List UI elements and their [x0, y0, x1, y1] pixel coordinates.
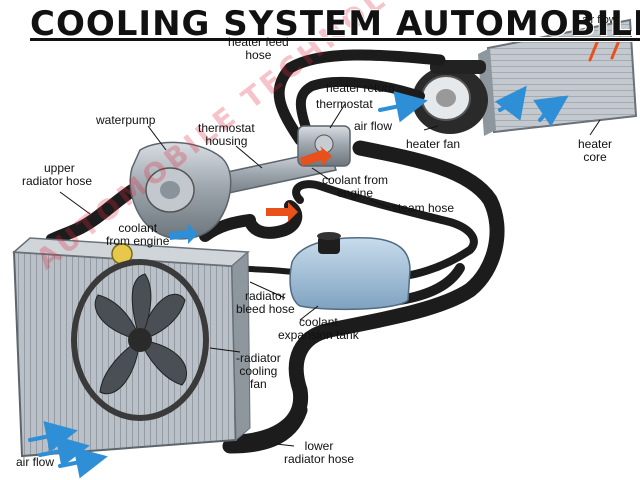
- label-line: coolant: [299, 315, 338, 329]
- label-air-flow-top: air flow: [582, 14, 617, 26]
- label-line: heater feed: [228, 35, 289, 49]
- hoses: [45, 49, 505, 454]
- label-waterpump: waterpump: [96, 113, 156, 127]
- label-air-flow-fan: air flow: [354, 119, 393, 133]
- label-line: expansion tank: [278, 328, 359, 342]
- label-line: engine: [336, 186, 374, 200]
- page-title: COOLING SYSTEM AUTOMOBILE: [30, 4, 640, 44]
- label-line: -radiator: [236, 351, 281, 365]
- heated-air-arrows: [588, 36, 622, 62]
- label-air-flow-bottom: air flow: [16, 455, 55, 469]
- label-thermostat-housing: thermostat housing: [198, 122, 255, 148]
- coolant-expansion-tank: [289, 232, 411, 311]
- label-heater-fan: heater fan: [406, 137, 461, 151]
- radiator-cooling-fan: [71, 259, 209, 421]
- label-radiator-bleed-hose: radiator bleed hose: [236, 290, 295, 316]
- label-line: bleed hose: [236, 302, 295, 316]
- label-thermostat: thermostat: [316, 97, 373, 111]
- air-flow-arrows: [28, 85, 569, 479]
- label-line: fan: [250, 377, 267, 391]
- label-line: hose: [245, 48, 272, 62]
- label-line: coolant: [118, 221, 158, 235]
- label-line: radiator hose: [284, 452, 355, 466]
- label-coolant-from-engine-right: coolant from engine: [322, 174, 388, 200]
- label-line: coolant from: [322, 173, 389, 187]
- label-radiator-cooling-fan: -radiator cooling fan: [236, 352, 281, 391]
- label-coolant-expansion-tank: coolant expansion tank: [278, 316, 359, 342]
- coolant-blue-arrow: [170, 224, 198, 244]
- label-upper-radiator-hose: upper radiator hose: [22, 162, 92, 188]
- label-line: lower: [304, 439, 334, 453]
- label-heater-core: heater core: [578, 138, 612, 164]
- label-line: radiator hose: [22, 174, 93, 188]
- label-heater-return: heater return: [326, 81, 395, 95]
- label-line: cooling: [239, 364, 278, 378]
- label-line: heater: [578, 137, 613, 151]
- label-line: housing: [205, 134, 248, 148]
- label-coolant-from-engine-left: coolant from engine: [106, 222, 169, 248]
- label-heater-feed-hose: heater feed hose: [228, 36, 289, 62]
- leader-lines: [59, 103, 601, 447]
- label-line: from engine: [106, 234, 170, 248]
- label-line: core: [583, 150, 607, 164]
- label-line: radiator: [245, 289, 286, 303]
- label-line: thermostat: [198, 121, 255, 135]
- label-line: upper: [44, 161, 75, 175]
- waterpump: [129, 141, 232, 240]
- label-lower-radiator-hose: lower radiator hose: [284, 440, 354, 466]
- label-steam-hose: steam hose: [392, 201, 455, 215]
- coolant-flow-arrows: [266, 146, 332, 222]
